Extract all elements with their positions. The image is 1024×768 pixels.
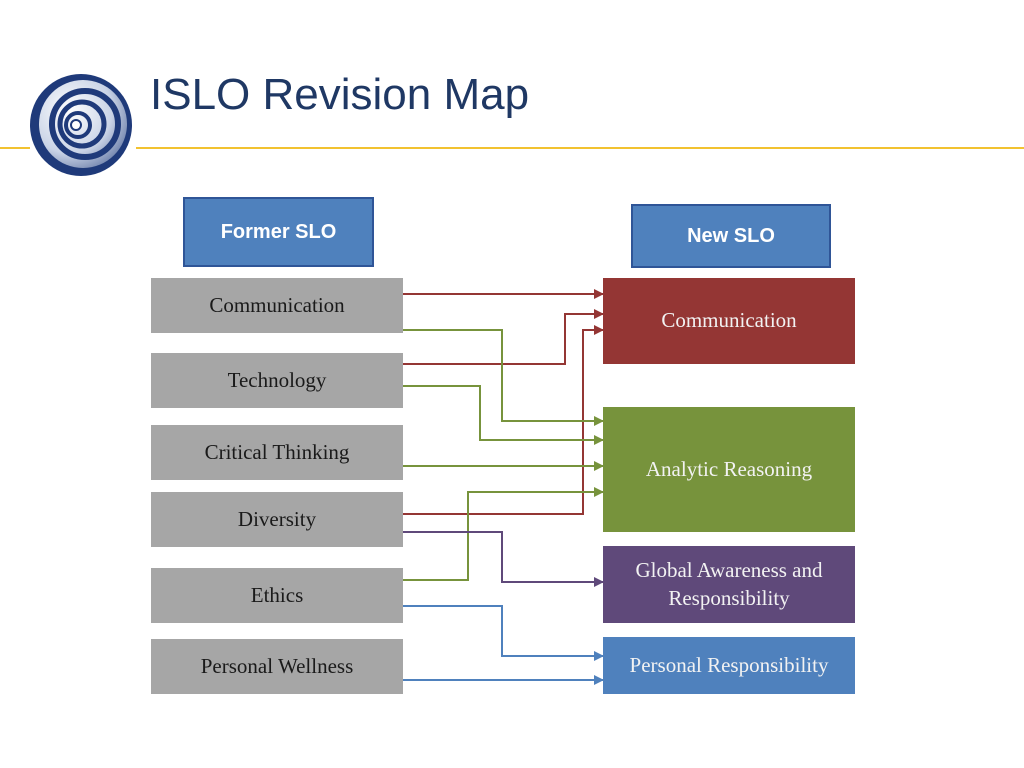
arrow-communication-to-analytic: [403, 329, 604, 426]
arrow-technology-to-analytic: [403, 385, 604, 445]
title-rule-left: [0, 147, 30, 149]
former-slo-personal-wellness: Personal Wellness: [151, 639, 403, 694]
former-slo-diversity: Diversity: [151, 492, 403, 547]
arrow-ethics-to-personal-responsibility: [403, 605, 604, 661]
new-slo-global-awareness: Global Awareness and Responsibility: [603, 546, 855, 623]
title-rule-right: [136, 147, 1024, 149]
former-slo-communication: Communication: [151, 278, 403, 333]
new-slo-personal-responsibility: Personal Responsibility: [603, 637, 855, 694]
new-slo-analytic-reasoning: Analytic Reasoning: [603, 407, 855, 532]
arrow-diversity-to-global-awareness: [403, 531, 604, 587]
former-slo-ethics: Ethics: [151, 568, 403, 623]
former-slo-technology: Technology: [151, 353, 403, 408]
former-slo-critical-thinking: Critical Thinking: [151, 425, 403, 480]
new-slo-header: New SLO: [631, 204, 831, 268]
page-title: ISLO Revision Map: [150, 70, 530, 119]
new-slo-communication: Communication: [603, 278, 855, 364]
former-slo-header: Former SLO: [183, 197, 374, 267]
concentric-rings-logo-icon: [30, 74, 132, 176]
arrow-ethics-to-analytic: [403, 487, 604, 581]
arrow-technology-to-communication: [403, 309, 604, 365]
